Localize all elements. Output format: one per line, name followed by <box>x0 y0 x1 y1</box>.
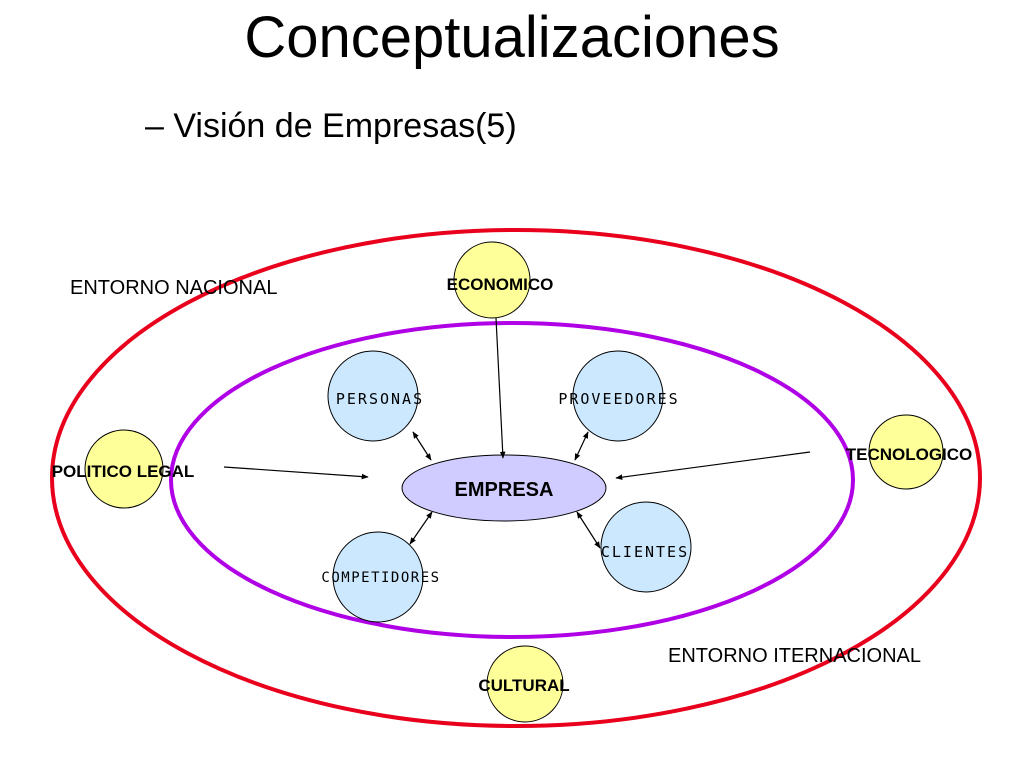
label-clientes: CLIENTES <box>601 543 689 561</box>
arrow-politico-legal-to-empresa <box>223 466 369 480</box>
label-entorno-nacional: ENTORNO NACIONAL <box>70 277 277 299</box>
outer-ring-international <box>50 228 982 728</box>
economico-circle <box>453 241 531 319</box>
arrow-tecnologico-to-empresa <box>615 451 811 480</box>
arrow-economico-to-empresa <box>495 317 506 459</box>
label-politico-legal: POLITICO LEGAL <box>52 462 195 481</box>
inner-ring-national <box>169 321 855 639</box>
proveedores-circle <box>572 350 664 442</box>
label-competidores: COMPETIDORES <box>321 570 440 586</box>
tecnologico-circle <box>868 414 944 490</box>
personas-circle <box>327 350 419 442</box>
slide-subtitle: – Visión de Empresas(5) <box>145 107 517 145</box>
clientes-circle <box>600 501 692 593</box>
label-personas: PERSONAS <box>336 390 424 408</box>
competidores-circle <box>332 531 424 623</box>
arrow-proveedores-empresa <box>574 431 589 461</box>
cultural-circle <box>486 645 564 723</box>
label-cultural: CULTURAL <box>478 676 569 695</box>
arrow-personas-empresa <box>412 431 432 461</box>
politico-legal-circle <box>84 429 164 509</box>
arrow-clientes-empresa <box>576 511 601 549</box>
slide-title: Conceptualizaciones <box>244 5 780 70</box>
label-economico: ECONOMICO <box>447 275 554 294</box>
label-proveedores: PROVEEDORES <box>558 390 679 408</box>
arrow-competidores-empresa <box>409 511 433 545</box>
label-entorno-internacional: ENTORNO ITERNACIONAL <box>668 645 921 667</box>
label-tecnologico: TECNOLOGICO <box>846 445 973 464</box>
label-empresa: EMPRESA <box>455 479 554 501</box>
